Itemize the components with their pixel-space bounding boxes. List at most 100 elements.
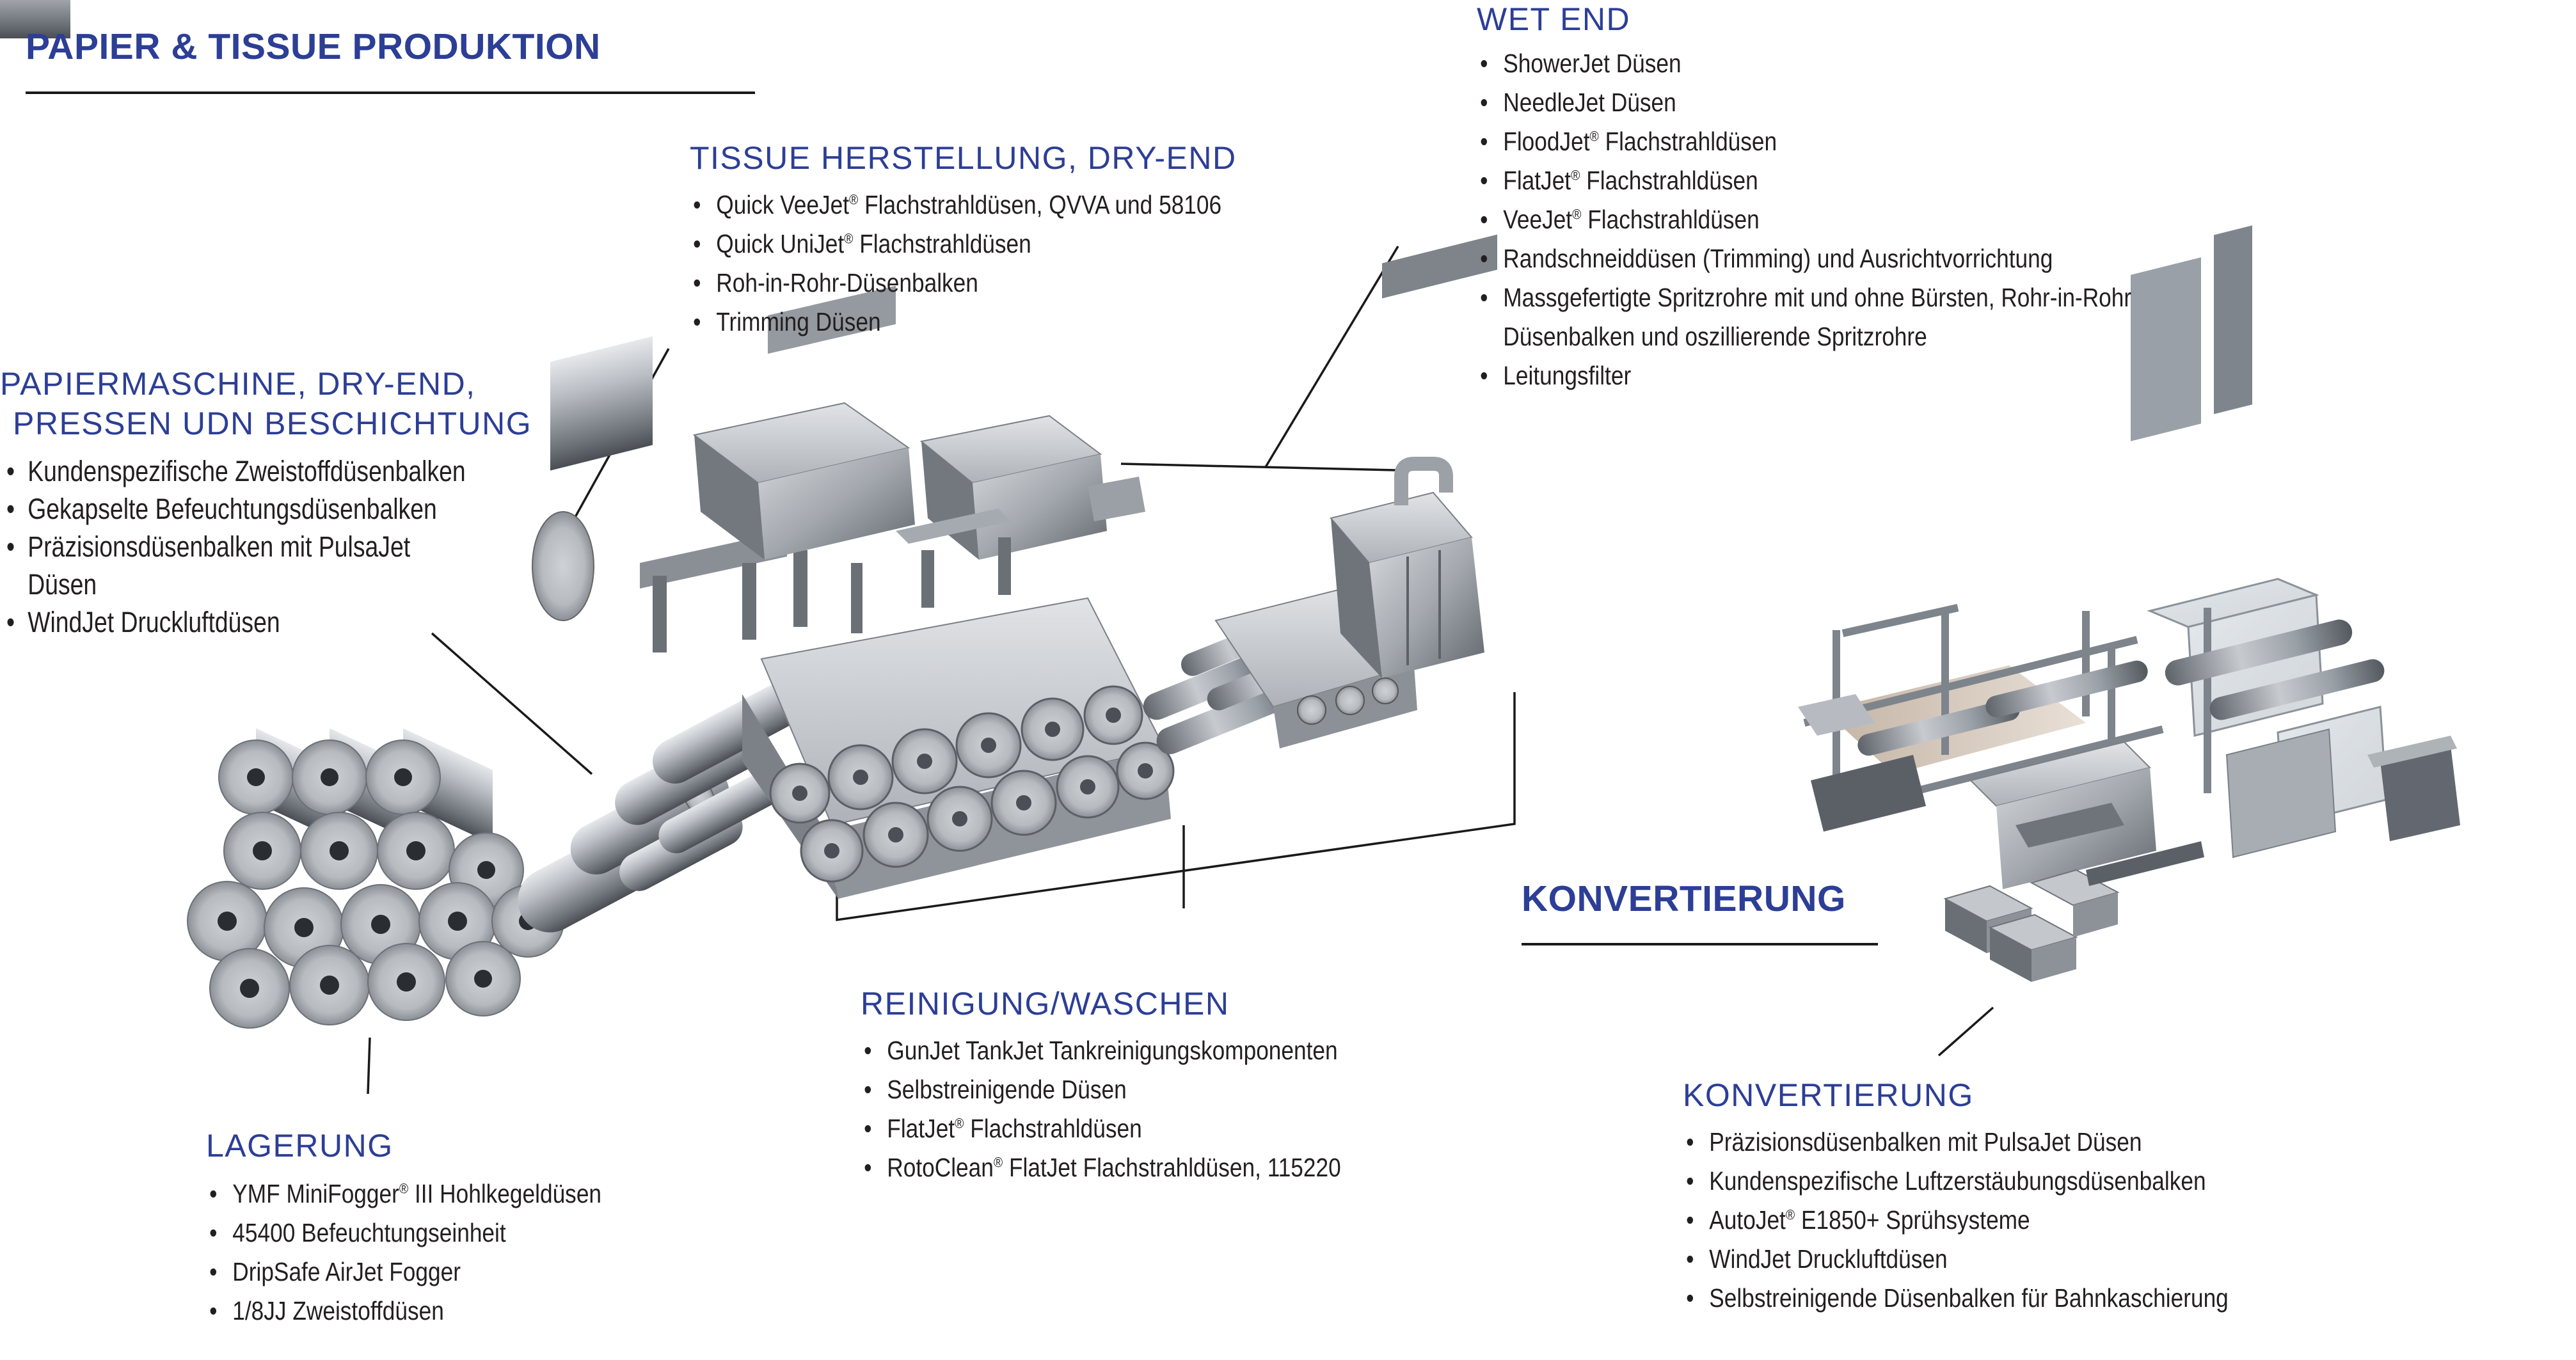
wet-end-former bbox=[1330, 234, 1497, 678]
list-konvertierung: Präzisionsdüsenbalken mit PulsaJet Düsen… bbox=[1683, 1123, 2229, 1318]
list-papiermaschine: Kundenspezifische ZweistoffdüsenbalkenGe… bbox=[6, 452, 466, 641]
list-wet-end: ShowerJet DüsenNeedleJet DüsenFloodJet® … bbox=[1477, 44, 2131, 395]
list-item: RotoClean® FlatJet Flachstrahldüsen, 115… bbox=[861, 1148, 1341, 1187]
list-item: WindJet Druckluftdüsen bbox=[1683, 1240, 2229, 1279]
list-item: Leitungsfilter bbox=[1477, 356, 2131, 395]
list-item: Roh-in-Rohr-Düsenbalken bbox=[690, 264, 1221, 303]
section-title-lagerung: LAGERUNG bbox=[206, 1128, 394, 1164]
list-item: Massgefertigte Spritzrohre mit und ohne … bbox=[1477, 278, 2131, 356]
page-title: PAPIER & TISSUE PRODUKTION bbox=[26, 26, 601, 67]
registered-mark: ® bbox=[955, 1115, 964, 1132]
leader-lines bbox=[367, 246, 1994, 1095]
registered-mark: ® bbox=[1571, 167, 1580, 184]
item-text: WindJet Druckluftdüsen bbox=[1709, 1244, 1948, 1274]
item-text-suffix: Flachstrahldüsen bbox=[1598, 127, 1777, 156]
item-text: GunJet TankJet Tankreinigungskomponenten bbox=[887, 1036, 1338, 1065]
list-item: Quick VeeJet® Flachstrahldüsen, QVVA und… bbox=[690, 186, 1221, 225]
list-item: Trimming Düsen bbox=[690, 303, 1221, 342]
item-text: Kundenspezifische Zweistoffdüsenbalken bbox=[28, 455, 466, 487]
item-text: Selbstreinigende Düsenbalken für Bahnkas… bbox=[1709, 1283, 2229, 1313]
list-item: Kundenspezifische Luftzerstäubungsdüsenb… bbox=[1683, 1162, 2229, 1201]
list-item: 1/8JJ Zweistoffdüsen bbox=[206, 1292, 601, 1331]
item-text-suffix: FlatJet Flachstrahldüsen, 115220 bbox=[1003, 1153, 1341, 1182]
list-item: Selbstreinigende Düsenbalken für Bahnkas… bbox=[1683, 1279, 2229, 1318]
list-item: Randschneiddüsen (Trimming) und Ausricht… bbox=[1477, 239, 2131, 278]
item-text: Randschneiddüsen (Trimming) und Ausricht… bbox=[1503, 244, 2053, 273]
registered-mark: ® bbox=[993, 1154, 1003, 1171]
item-text: Roh-in-Rohr-Düsenbalken bbox=[716, 268, 978, 297]
item-text: FloodJet bbox=[1503, 127, 1590, 156]
list-tissue: Quick VeeJet® Flachstrahldüsen, QVVA und… bbox=[690, 186, 1221, 342]
storage-rolls bbox=[0, 0, 564, 1029]
item-text: Selbstreinigende Düsen bbox=[887, 1075, 1127, 1104]
list-item: ShowerJet Düsen bbox=[1477, 44, 2131, 83]
item-text-suffix: Flachstrahldüsen, QVVA und 58106 bbox=[858, 190, 1222, 219]
konvertierung-heading: KONVERTIERUNG bbox=[1522, 878, 1846, 919]
item-text-continued: Düsenbalken und oszillierende Spritzrohr… bbox=[1503, 322, 1927, 351]
section-title-konvertierung: KONVERTIERUNG bbox=[1683, 1077, 1974, 1113]
item-text-suffix: Flachstrahldüsen bbox=[1580, 166, 1758, 195]
list-item: Selbstreinigende Düsen bbox=[861, 1070, 1341, 1109]
list-item: Quick UniJet® Flachstrahldüsen bbox=[690, 225, 1221, 264]
registered-mark: ® bbox=[399, 1180, 409, 1197]
section-title-wet-end: WET END bbox=[1477, 1, 1631, 37]
item-text-suffix: III Hohlkegeldüsen bbox=[408, 1179, 602, 1208]
product-packs bbox=[1943, 869, 2120, 982]
press-section bbox=[1143, 584, 1417, 755]
list-item: Kundenspezifische Zweistoffdüsenbalken bbox=[6, 452, 466, 490]
item-text: 45400 Befeuchtungseinheit bbox=[232, 1218, 506, 1247]
item-text: NeedleJet Düsen bbox=[1503, 88, 1676, 117]
list-item: 45400 Befeuchtungseinheit bbox=[206, 1214, 601, 1253]
dryer-section bbox=[742, 597, 1175, 899]
list-item: DripSafe AirJet Fogger bbox=[206, 1253, 601, 1292]
item-text: AutoJet bbox=[1709, 1205, 1786, 1235]
dry-end-cylinders bbox=[518, 684, 799, 933]
item-text-suffix: E1850+ Sprühsysteme bbox=[1795, 1205, 2030, 1235]
section-title-reinigung: REINIGUNG/WASCHEN bbox=[861, 986, 1230, 1022]
item-text: FlatJet bbox=[887, 1114, 955, 1143]
registered-mark: ® bbox=[844, 230, 854, 247]
list-item: FloodJet® Flachstrahldüsen bbox=[1477, 122, 2131, 161]
item-text: YMF MiniFogger bbox=[232, 1179, 399, 1208]
section-title-tissue: TISSUE HERSTELLUNG, DRY-END bbox=[690, 140, 1237, 176]
item-text-suffix: Flachstrahldüsen bbox=[964, 1114, 1142, 1143]
list-item: NeedleJet Düsen bbox=[1477, 83, 2131, 122]
list-item: WindJet Druckluftdüsen bbox=[6, 603, 466, 641]
list-item: Gekapselte Befeuchtungsdüsenbalken bbox=[6, 490, 466, 528]
item-text-suffix: Flachstrahldüsen bbox=[1581, 205, 1760, 234]
list-item: GunJet TankJet Tankreinigungskomponenten bbox=[861, 1031, 1341, 1070]
item-text: Leitungsfilter bbox=[1503, 361, 1632, 390]
section-title-papiermaschine-line1: PAPIERMASCHINE, DRY-END, bbox=[0, 366, 476, 402]
item-text: RotoClean bbox=[887, 1153, 994, 1182]
item-text: Kundenspezifische Luftzerstäubungsdüsenb… bbox=[1709, 1166, 2206, 1196]
item-text: VeeJet bbox=[1503, 205, 1573, 234]
item-text-continued: Düsen bbox=[28, 568, 97, 601]
item-text-suffix: Flachstrahldüsen bbox=[853, 229, 1031, 258]
item-text: WindJet Druckluftdüsen bbox=[28, 606, 280, 638]
registered-mark: ® bbox=[1572, 206, 1582, 223]
registered-mark: ® bbox=[1589, 128, 1599, 145]
item-text: Präzisionsdüsenbalken mit PulsaJet Düsen bbox=[1709, 1127, 2142, 1157]
list-item: VeeJet® Flachstrahldüsen bbox=[1477, 200, 2131, 239]
list-lagerung: YMF MiniFogger® III Hohlkegeldüsen 45400 … bbox=[206, 1174, 601, 1331]
section-title-papiermaschine-line2: PRESSEN UDN BESCHICHTUNG bbox=[13, 406, 532, 441]
converting-line bbox=[1798, 225, 2460, 982]
item-text: Quick UniJet bbox=[716, 229, 845, 258]
item-text: Gekapselte Befeuchtungsdüsenbalken bbox=[28, 493, 437, 525]
registered-mark: ® bbox=[1785, 1206, 1795, 1223]
item-text: Quick VeeJet bbox=[716, 190, 850, 219]
list-reinigung: GunJet TankJet Tankreinigungskomponenten… bbox=[861, 1031, 1341, 1187]
item-text: Präzisionsdüsenbalken mit PulsaJet bbox=[28, 530, 411, 563]
item-text: FlatJet bbox=[1503, 166, 1571, 195]
registered-mark: ® bbox=[849, 191, 859, 208]
list-item: FlatJet® Flachstrahldüsen bbox=[1477, 161, 2131, 200]
item-text: ShowerJet Düsen bbox=[1503, 49, 1682, 78]
list-item: AutoJet® E1850+ Sprühsysteme bbox=[1683, 1201, 2229, 1240]
list-item: FlatJet® Flachstrahldüsen bbox=[861, 1109, 1341, 1148]
list-item: YMF MiniFogger® III Hohlkegeldüsen bbox=[206, 1174, 601, 1214]
item-text: 1/8JJ Zweistoffdüsen bbox=[232, 1296, 444, 1325]
item-text: DripSafe AirJet Fogger bbox=[232, 1257, 461, 1286]
